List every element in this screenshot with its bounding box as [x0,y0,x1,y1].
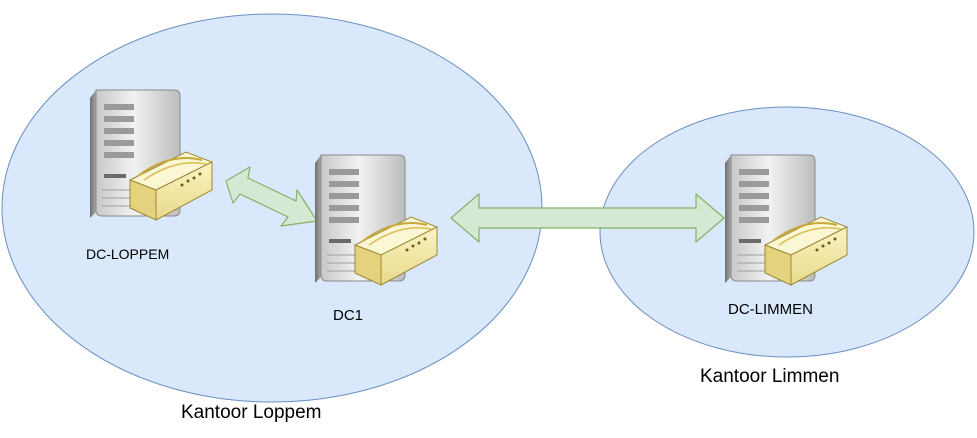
server-label-dc-limmen: DC-LIMMEN [728,301,813,318]
link-dc1-dc-limmen-arrow [450,193,725,243]
site-label-limmen: Kantoor Limmen [700,366,840,387]
server-label-dc1: DC1 [333,307,364,324]
site-label-loppem: Kantoor Loppem [181,402,322,423]
server-label-dc-loppem: DC-LOPPEM [86,246,170,262]
